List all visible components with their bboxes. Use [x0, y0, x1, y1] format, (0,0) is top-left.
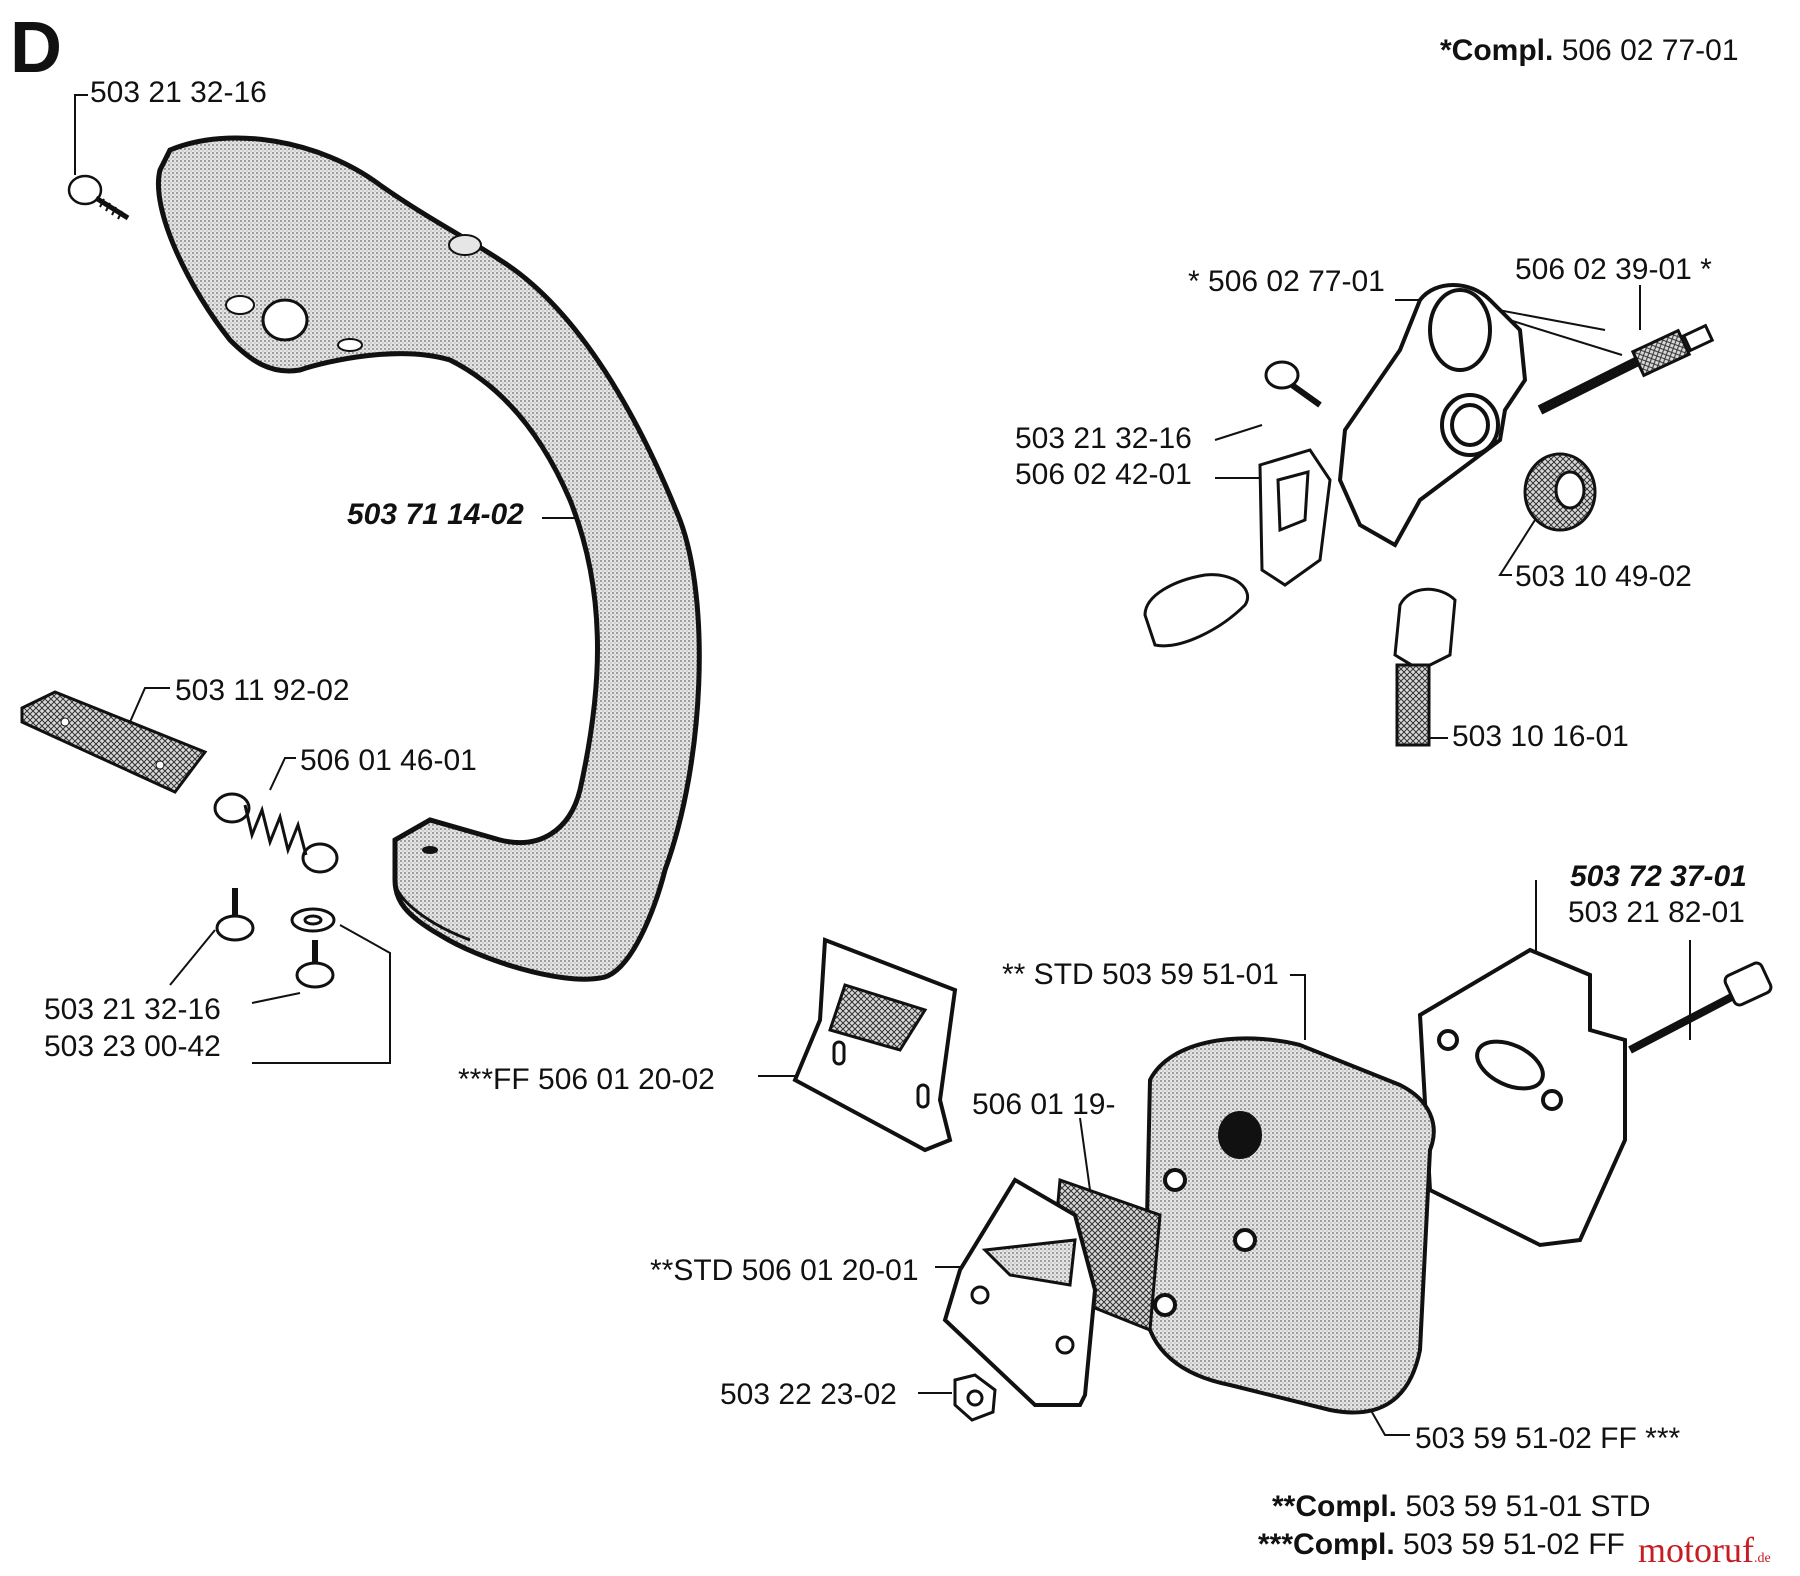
screw-right-drawing: [1264, 360, 1322, 408]
footer-compl-std: **Compl. 503 59 51-01 STD: [1272, 1492, 1651, 1522]
label-nut: 503 22 23-02: [720, 1378, 897, 1411]
label-screw-left: 503 21 32-16: [44, 993, 221, 1026]
label-seal: 503 10 49-02: [1515, 560, 1692, 593]
worm-drawing: [1393, 587, 1457, 747]
bolt-drawing: [1628, 961, 1773, 1054]
footer-compl-ff-value: 503 59 51-02 FF: [1403, 1528, 1625, 1561]
label-gasket: 503 21 82-01: [1568, 896, 1745, 929]
label-deflector-std: **STD 506 01 20-01: [650, 1254, 919, 1287]
section-letter: D: [10, 8, 62, 88]
label-screen: 506 01 19-: [972, 1088, 1116, 1121]
watermark: motoruf.de: [1638, 1532, 1771, 1568]
label-oil-cover: * 506 02 77-01: [1188, 265, 1385, 298]
label-pump-part: 506 02 42-01: [1015, 458, 1192, 491]
label-front-handle: 503 71 14-02: [347, 498, 524, 531]
front-handle-drawing: [156, 135, 702, 982]
label-muffler-ff: 503 59 51-02 FF ***: [1415, 1422, 1681, 1455]
gasket-drawing: [1417, 947, 1627, 1248]
header-compl-prefix: *Compl.: [1440, 34, 1554, 67]
label-plate: 503 11 92-02: [175, 674, 350, 707]
header-compl-value: 506 02 77-01: [1561, 34, 1739, 67]
label-screw-top: 503 21 32-16: [90, 76, 267, 109]
oil-cover-drawing: [1337, 283, 1528, 548]
deflector-std-drawing: [942, 1177, 1098, 1407]
deflector-ff-drawing: [792, 937, 958, 1153]
label-deflector-ff: ***FF 506 01 20-02: [458, 1063, 715, 1096]
plate-drawing: [20, 690, 208, 794]
footer-compl-ff: ***Compl. 503 59 51-02 FF: [1258, 1530, 1625, 1560]
nut-drawing: [953, 1373, 997, 1422]
label-muffler-std: ** STD 503 59 51-01: [1002, 958, 1279, 991]
label-spring: 506 01 46-01: [300, 744, 477, 777]
watermark-text: motoruf: [1638, 1530, 1754, 1570]
label-shaft: 506 02 39-01 *: [1515, 253, 1712, 286]
header-compl: *Compl. 506 02 77-01: [1440, 36, 1739, 66]
seal-drawing: [1523, 452, 1597, 532]
label-worm: 503 10 16-01: [1452, 720, 1629, 753]
label-screw-right: 503 21 32-16: [1015, 422, 1192, 455]
shaft-drawing: [1537, 323, 1715, 415]
footer-compl-std-prefix: **Compl.: [1272, 1490, 1398, 1523]
muffler-drawing: [1142, 1036, 1436, 1415]
screw-top-drawing: [67, 174, 130, 221]
watermark-suffix: .de: [1753, 1551, 1771, 1566]
footer-compl-ff-prefix: ***Compl.: [1258, 1528, 1395, 1561]
spring-drawing: [213, 792, 339, 874]
label-washer-left: 503 23 00-42: [44, 1030, 221, 1063]
pump-part-drawing: [1143, 448, 1332, 648]
screw-washer-left-drawing: [215, 888, 336, 989]
footer-compl-std-value: 503 59 51-01 STD: [1405, 1490, 1651, 1523]
label-gasket-bold: 503 72 37-01: [1570, 860, 1747, 893]
